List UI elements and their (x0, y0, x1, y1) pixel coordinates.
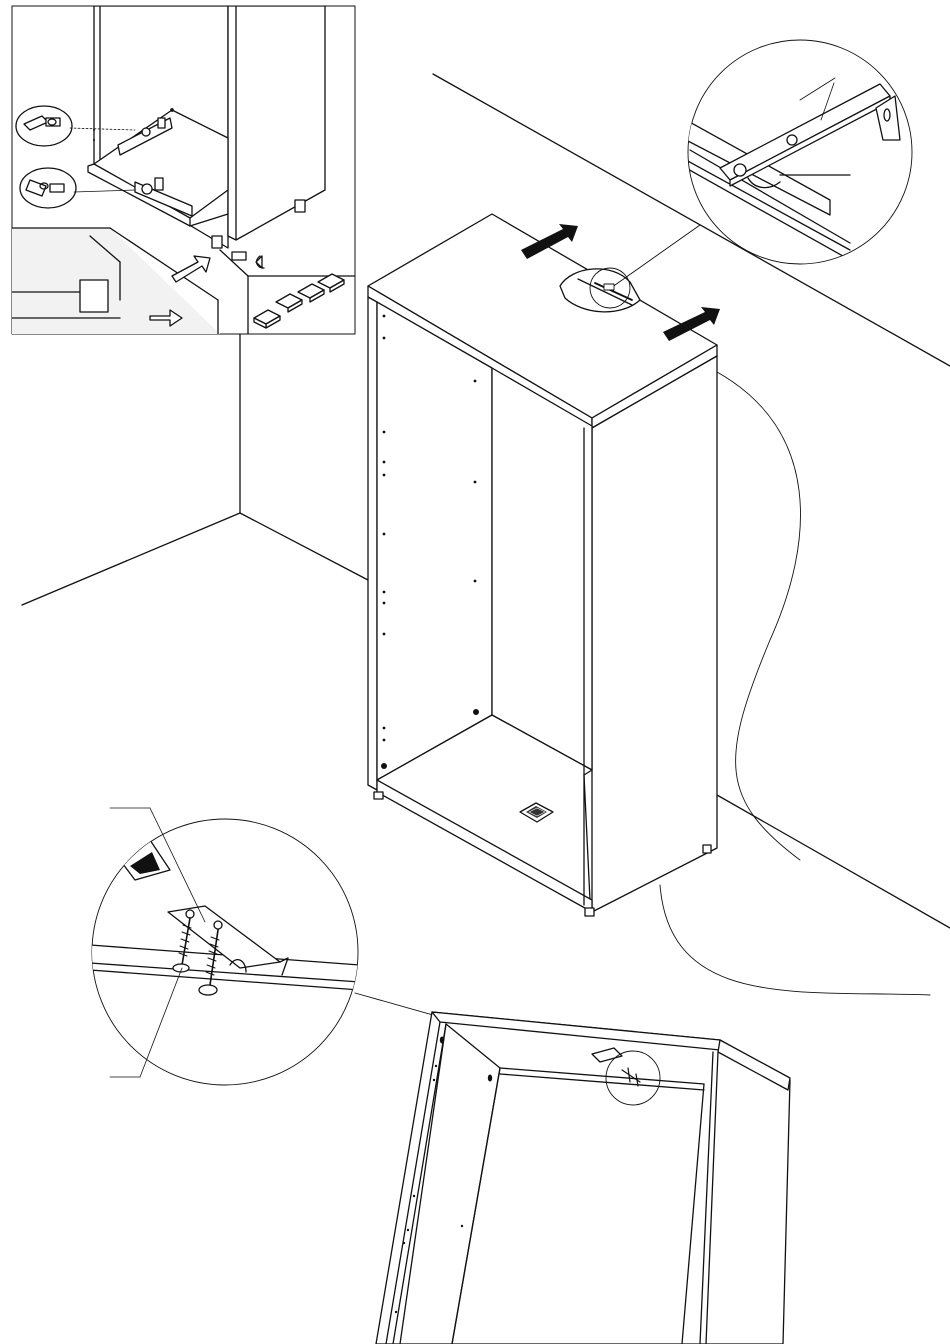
cabinet-foot (703, 845, 711, 853)
cabinet-foot (374, 792, 383, 799)
cabinet-inner-left (377, 302, 492, 780)
cabinet-foot (585, 908, 594, 916)
cabinet-upside-down (376, 1012, 790, 1344)
inset-feet-detail (12, 6, 355, 334)
cabinet-back-panel (492, 368, 592, 770)
cabinet-right-side (592, 356, 717, 912)
cabinet (368, 214, 717, 916)
zoom-detail-screw-bracket (90, 808, 360, 1085)
zoom-detail-wall-bracket (686, 40, 912, 264)
cabinet-left-side-edge (368, 297, 377, 790)
